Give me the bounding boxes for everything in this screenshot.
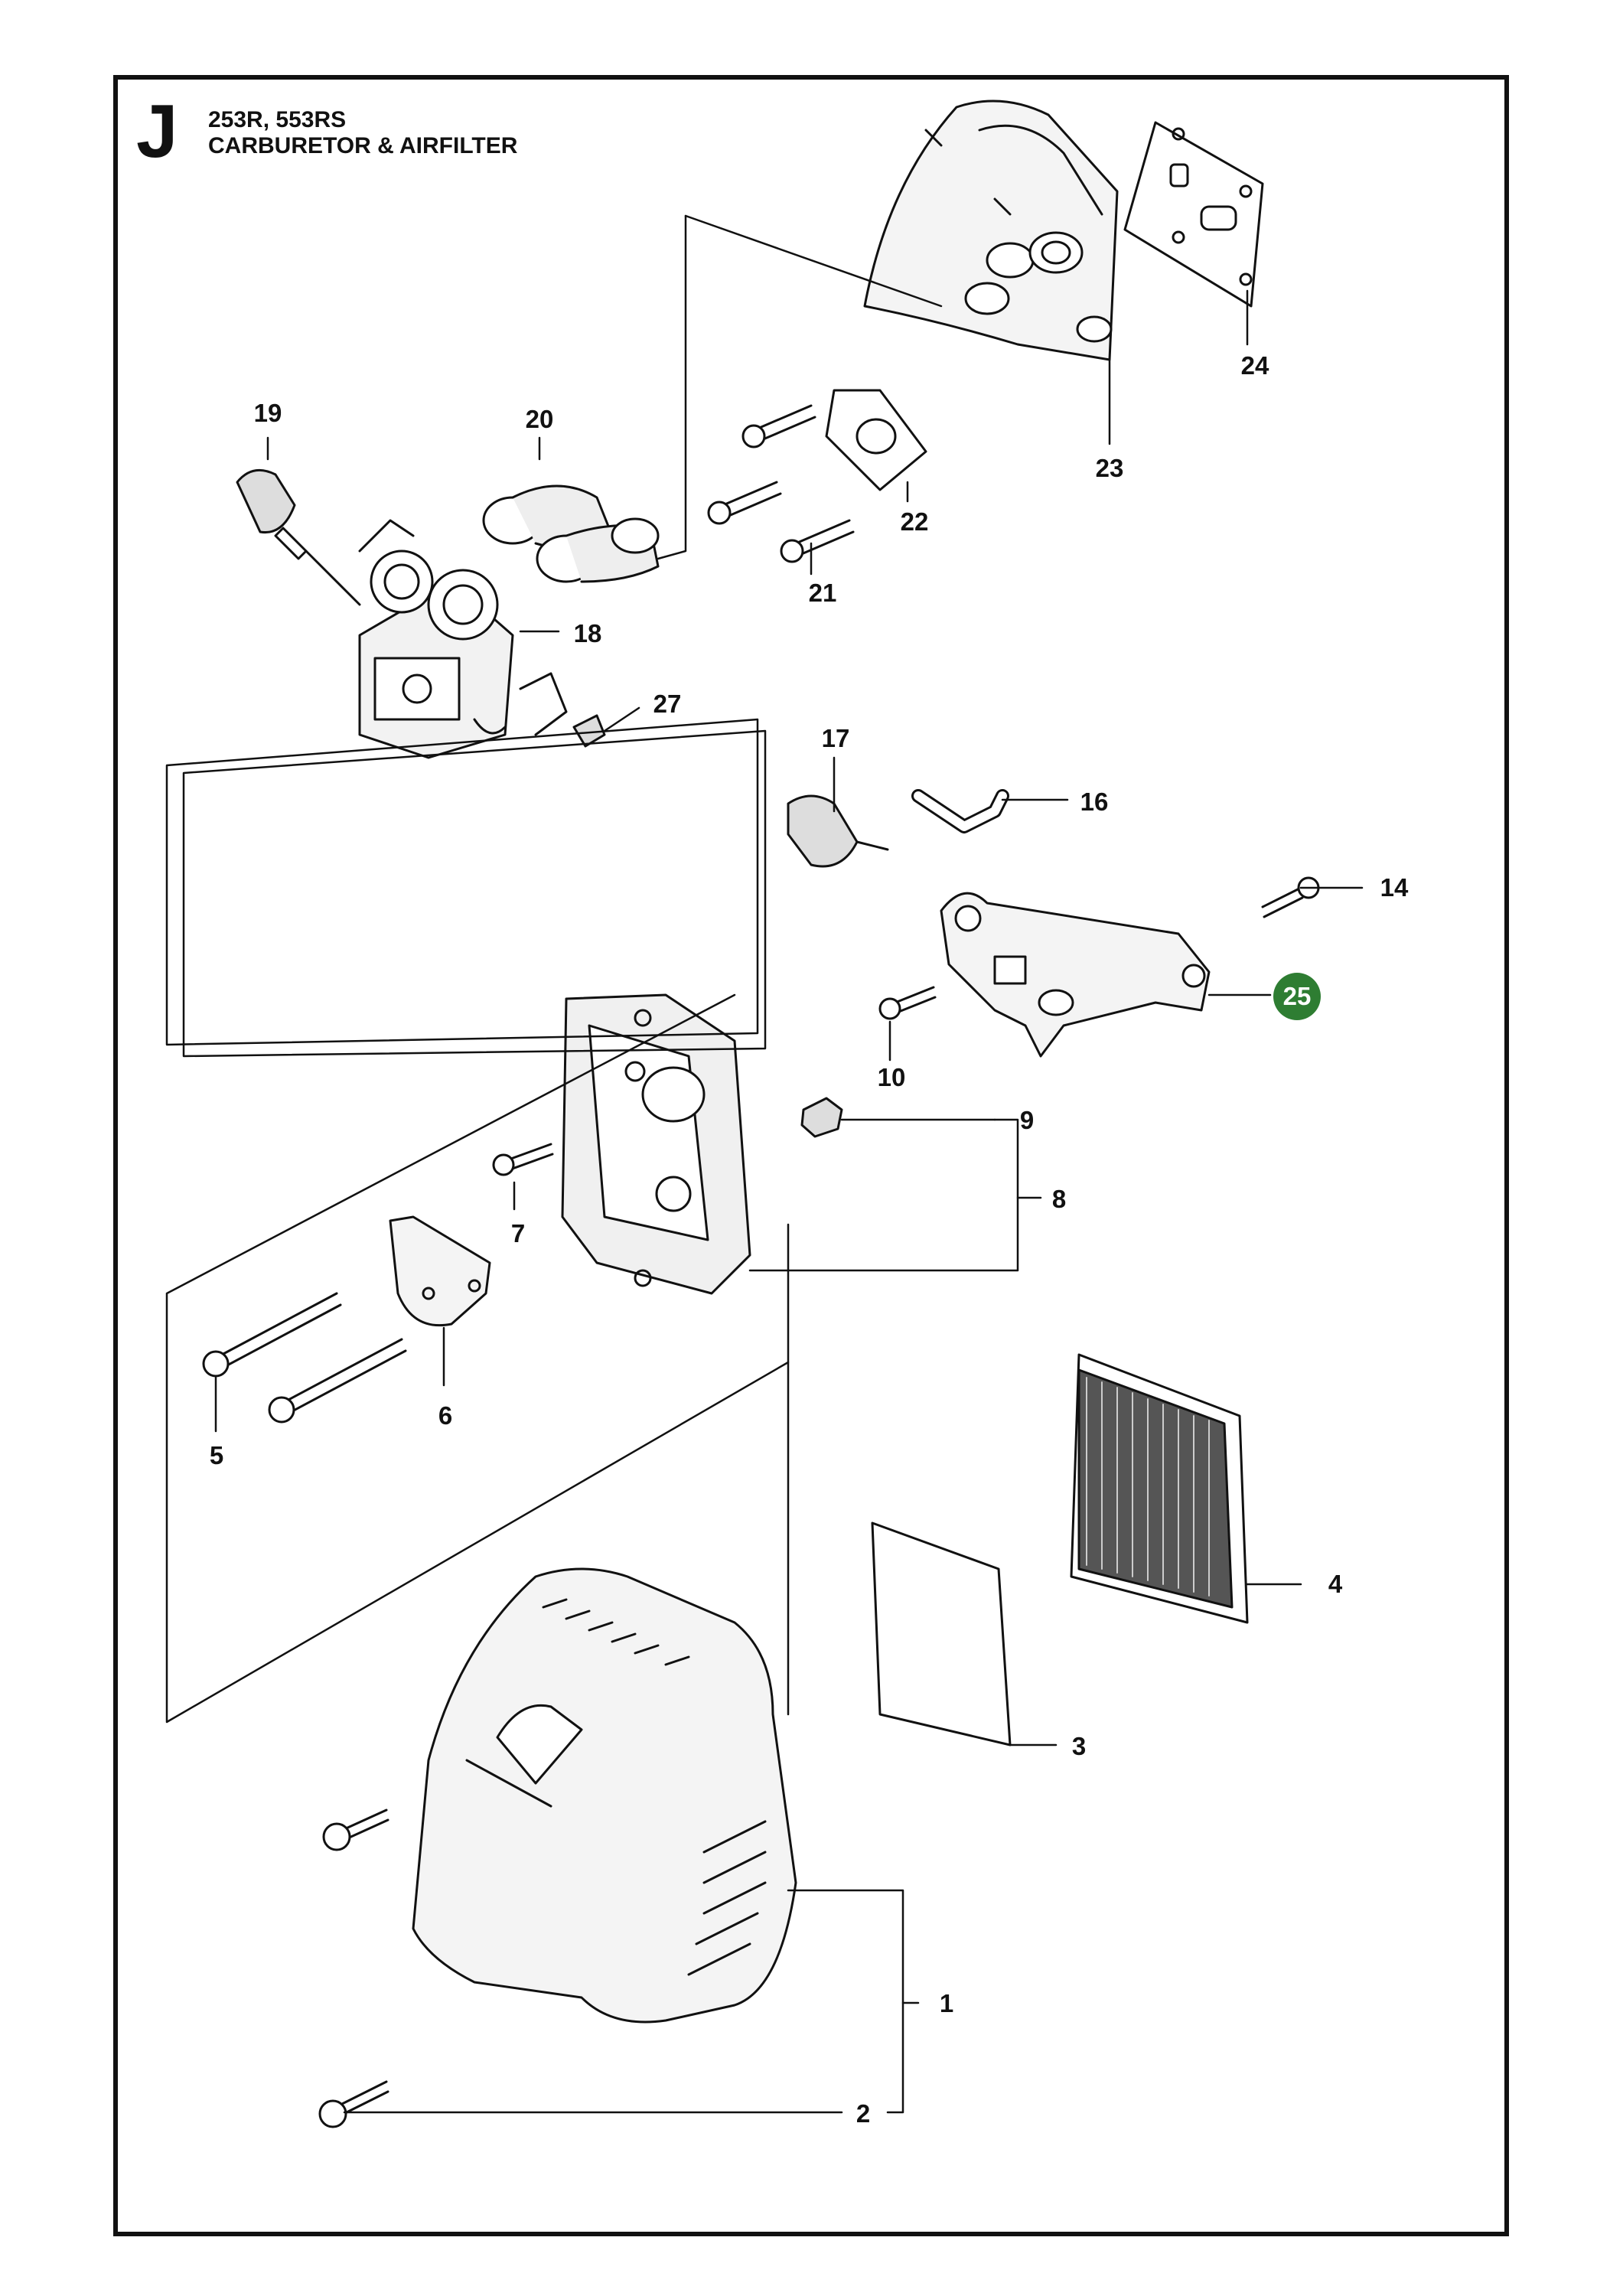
section-letter: J xyxy=(136,89,178,173)
callout-25-highlighted: 25 xyxy=(1273,973,1321,1020)
callout-2: 2 xyxy=(855,2099,871,2128)
part-8-filter-housing xyxy=(561,993,751,1295)
callout-1: 1 xyxy=(939,1989,954,2017)
part-2-screws xyxy=(318,1808,389,2128)
part-22-gasket xyxy=(825,389,927,491)
callout-5: 5 xyxy=(209,1441,224,1469)
callout-8: 8 xyxy=(1051,1185,1067,1213)
callout-6: 6 xyxy=(438,1401,453,1430)
callout-27: 27 xyxy=(653,690,682,718)
part-4-air-filter xyxy=(1070,1353,1249,1624)
part-6-plate xyxy=(389,1215,491,1327)
callout-24: 24 xyxy=(1240,351,1269,380)
callout-17: 17 xyxy=(821,724,850,752)
callout-4: 4 xyxy=(1328,1570,1343,1598)
diagram-title: CARBURETOR & AIRFILTER xyxy=(208,133,518,158)
part-9-nut xyxy=(800,1097,843,1138)
callout-22: 22 xyxy=(900,507,929,536)
model-numbers: 253R, 553RS xyxy=(208,107,347,132)
part-25-bracket xyxy=(940,892,1211,1058)
callout-20: 20 xyxy=(525,405,554,433)
part-18-carburetor xyxy=(358,519,568,759)
callout-14: 14 xyxy=(1380,873,1409,902)
callout-23: 23 xyxy=(1095,454,1124,482)
part-7-screw xyxy=(492,1143,554,1176)
callout-18: 18 xyxy=(573,619,602,647)
part-27-cap xyxy=(572,714,606,748)
part-17-primer-bulb xyxy=(787,794,889,868)
part-19-primer xyxy=(236,468,361,606)
part-14-screw xyxy=(1261,876,1320,918)
page-frame xyxy=(113,75,1509,2236)
part-20-intake-pipes xyxy=(482,484,660,583)
part-21-screws xyxy=(707,404,855,563)
part-24-gasket xyxy=(1123,121,1264,308)
part-16-hose xyxy=(911,789,1009,833)
callout-3: 3 xyxy=(1071,1732,1087,1760)
callout-10: 10 xyxy=(877,1063,906,1091)
part-10-screw xyxy=(878,986,937,1020)
part-5-bolts xyxy=(202,1292,407,1424)
alignment-frames xyxy=(165,214,943,1724)
part-23-intake-bracket xyxy=(863,99,1119,361)
callout-21: 21 xyxy=(808,579,837,607)
callout-19: 19 xyxy=(253,399,282,427)
callout-16: 16 xyxy=(1080,788,1109,816)
part-3-prefilter xyxy=(871,1521,1012,1746)
callout-9: 9 xyxy=(1019,1106,1035,1134)
callout-7: 7 xyxy=(510,1219,526,1247)
leader-lines xyxy=(214,289,1364,2114)
part-1-filter-cover xyxy=(412,1567,797,2024)
